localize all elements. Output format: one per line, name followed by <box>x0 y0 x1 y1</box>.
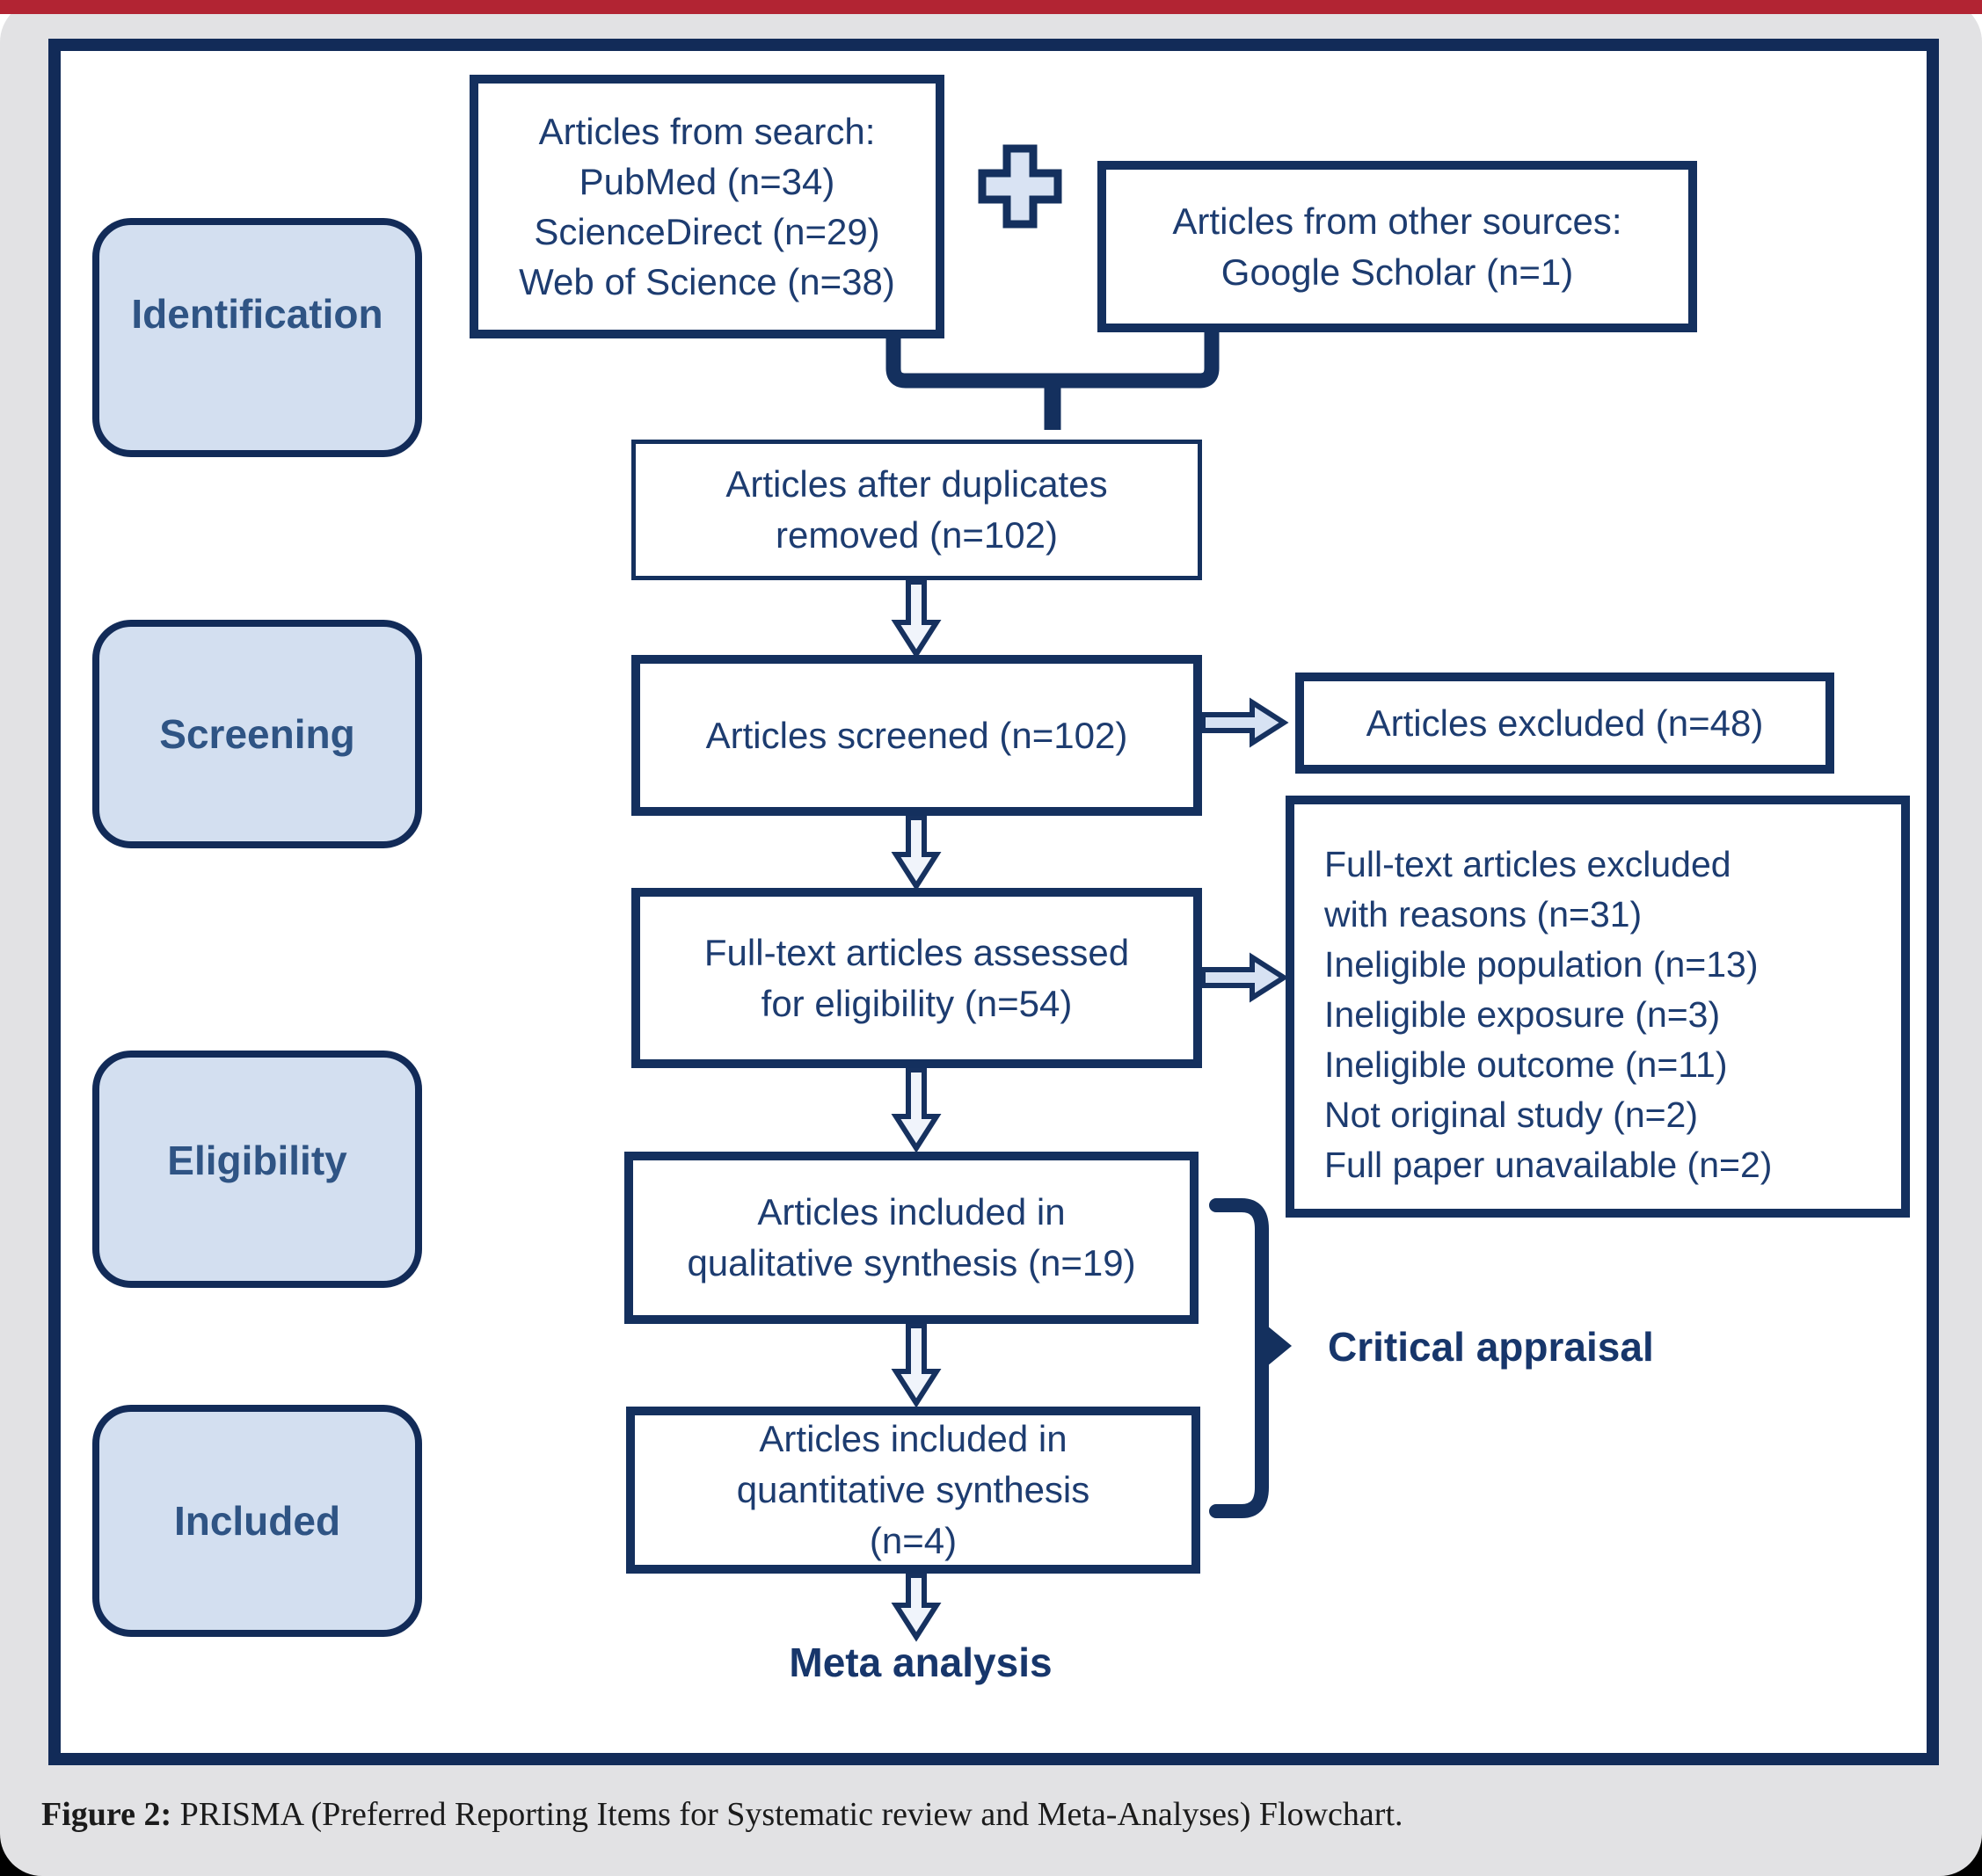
box-line: Ineligible population (n=13) <box>1324 944 1759 985</box>
box-line: Articles after duplicates <box>725 463 1108 505</box>
box-line: Ineligible exposure (n=3) <box>1324 994 1721 1035</box>
box-line: Articles included in <box>759 1418 1068 1459</box>
articles-excluded-box: Articles excluded (n=48) <box>1295 673 1834 774</box>
qualitative-synthesis-box: Articles included in qualitative synthes… <box>624 1152 1199 1324</box>
box-line: Articles excluded (n=48) <box>1366 702 1764 744</box>
search-sources-box: Articles from search: PubMed (n=34) Scie… <box>470 75 944 338</box>
box-line: Google Scholar (n=1) <box>1221 251 1574 293</box>
other-sources-box: Articles from other sources: Google Scho… <box>1097 161 1697 332</box>
quantitative-synthesis-box: Articles included in quantitative synthe… <box>626 1407 1200 1574</box>
box-line: for eligibility (n=54) <box>761 982 1073 1024</box>
box-line: removed (n=102) <box>775 514 1058 556</box>
box-line: Articles from other sources: <box>1172 200 1622 242</box>
box-line: ScienceDirect (n=29) <box>534 211 880 252</box>
stage-identification: Identification <box>92 218 422 457</box>
fulltext-excluded-reasons-box: Full-text articles excluded with reasons… <box>1286 796 1910 1218</box>
box-line: PubMed (n=34) <box>579 161 835 202</box>
figure-caption-text: PRISMA (Preferred Reporting Items for Sy… <box>171 1796 1403 1833</box>
box-line: Full paper unavailable (n=2) <box>1324 1145 1773 1185</box>
top-red-bar <box>0 0 1982 14</box>
fulltext-assessed-box: Full-text articles assessed for eligibil… <box>631 888 1202 1068</box>
figure-caption-prefix: Figure 2: <box>41 1796 172 1833</box>
box-line: Articles included in <box>757 1191 1066 1232</box>
box-line: qualitative synthesis (n=19) <box>687 1242 1136 1283</box>
figure-caption: Figure 2: PRISMA (Preferred Reporting It… <box>41 1795 1403 1834</box>
box-line: Articles screened (n=102) <box>705 714 1128 756</box>
box-line: (n=4) <box>869 1520 958 1561</box>
box-line: quantitative synthesis <box>736 1469 1090 1510</box>
box-line: Not original study (n=2) <box>1324 1094 1699 1135</box>
stage-screening: Screening <box>92 620 422 848</box>
articles-screened-box: Articles screened (n=102) <box>631 655 1202 816</box>
meta-analysis-label: Meta analysis <box>789 1640 1053 1685</box>
box-line: Full-text articles assessed <box>703 931 1130 973</box>
critical-appraisal-label: Critical appraisal <box>1328 1324 1654 1370</box>
duplicates-removed-box: Articles after duplicates removed (n=102… <box>631 440 1202 580</box>
box-line: Web of Science (n=38) <box>519 261 895 302</box>
box-line: Full-text articles excluded <box>1324 844 1731 884</box>
box-line: Ineligible outcome (n=11) <box>1324 1044 1728 1085</box>
box-line: with reasons (n=31) <box>1324 894 1643 934</box>
box-line: Articles from search: <box>538 111 876 152</box>
stage-included: Included <box>92 1405 422 1637</box>
stage-eligibility: Eligibility <box>92 1051 422 1288</box>
